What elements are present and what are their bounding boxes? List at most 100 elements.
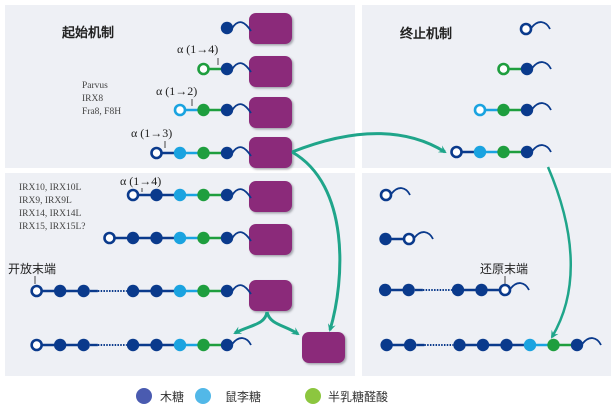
xylose-residue-icon (378, 283, 392, 297)
xylose-residue-icon (520, 62, 534, 76)
initiation-title: 起始机制 (61, 25, 114, 41)
reducing-end-tail (231, 337, 252, 346)
xylose-open-residue-icon (450, 145, 463, 159)
xylose-residue-icon (150, 284, 163, 298)
xylose-residue-icon (220, 284, 234, 298)
rhamnose-residue-icon (523, 338, 537, 352)
glycan-chain (380, 337, 602, 352)
flow-arrows (233, 132, 572, 339)
enzyme-group-1: Parvus IRX8 Fra8, F8H (82, 81, 121, 117)
galacturonic-acid-residue-icon (197, 146, 210, 160)
linkage-arrows (34, 58, 506, 284)
legend-label: 鼠李糖 (225, 389, 261, 404)
xylose-open-residue-icon (498, 283, 512, 297)
xylose-residue-icon (520, 145, 534, 159)
rhamnose-residue-icon (173, 231, 187, 245)
reducing-end-tail (581, 337, 602, 346)
reducing-end-tail (413, 231, 434, 240)
rhamnose-open-residue-icon (173, 103, 187, 117)
arrow-to-release (291, 150, 342, 332)
enzyme-box (249, 137, 292, 168)
legend-label: 半乳糖醛酸 (328, 389, 388, 404)
glycan-chain (103, 231, 252, 245)
non-reducing-end-label: 开放末端 (8, 261, 56, 276)
xylose-residue-icon (53, 284, 67, 298)
linkage-label: α (1→4) (120, 174, 161, 188)
galacturonic-acid-residue-icon (497, 103, 510, 117)
reducing-end-tail (231, 103, 252, 114)
xylose-residue-icon (379, 232, 392, 246)
xylose-open-residue-icon (379, 188, 393, 202)
enzyme-label: IRX9, IRX9L (19, 196, 72, 206)
rhamnose-residue-icon (173, 188, 187, 202)
galacturonic-acid-open-residue-icon (197, 62, 210, 76)
reducing-end-tail (231, 62, 252, 73)
glycan-chain (173, 103, 252, 117)
enzyme-label: IRX15, IRX15L? (19, 222, 86, 232)
glycan-chain (379, 231, 434, 246)
xylose-residue-icon (220, 188, 234, 202)
xylose-residue-icon (77, 284, 90, 298)
rhamnose-residue-icon (173, 284, 187, 298)
xylose-open-residue-icon (30, 338, 43, 352)
reducing-end-tail (390, 187, 411, 196)
enzyme-box (249, 13, 292, 44)
glycan-chain (519, 21, 551, 36)
glycan-chain (497, 61, 552, 76)
xylose-open-residue-icon (103, 231, 116, 245)
xylose-residue-icon (126, 231, 140, 245)
xylose-residue-icon (520, 103, 534, 117)
xylose-residue-icon (220, 338, 234, 352)
glycan-chain (220, 21, 252, 35)
xylose-residue-icon (220, 21, 234, 35)
enzyme-box (249, 224, 292, 255)
xylose-circle-icon (136, 388, 152, 404)
xylose-residue-icon (150, 231, 163, 245)
xylose-residue-icon (126, 338, 140, 352)
xylose-residue-icon (220, 62, 234, 76)
arrow-to-reducing-end (546, 166, 572, 339)
galacturonic-acid-open-residue-icon (497, 62, 510, 76)
xylose-residue-icon (475, 283, 488, 297)
xylose-residue-icon (453, 338, 466, 352)
rhamnose-residue-icon (473, 145, 487, 159)
enzyme-box (302, 332, 345, 363)
xylose-residue-icon (402, 283, 415, 297)
enzyme-box (249, 97, 292, 128)
panel-initiation-top (5, 5, 355, 168)
glycan-chain (473, 102, 552, 117)
linkage-label: α (1→4) (177, 42, 218, 56)
enzyme-group-2: IRX10, IRX10L IRX9, IRX9L IRX14, IRX14L … (19, 183, 86, 232)
reducing-end-tail (531, 102, 552, 111)
xylose-residue-icon (53, 338, 67, 352)
galacturonic-acid-circle-icon (305, 388, 321, 404)
xylose-open-residue-icon (519, 22, 533, 36)
enzyme-box (249, 280, 292, 311)
xylose-residue-icon (451, 283, 465, 297)
xylose-residue-icon (220, 231, 234, 245)
galacturonic-acid-residue-icon (197, 284, 210, 298)
linkage-label: α (1→2) (156, 84, 197, 98)
glycan-chain (30, 337, 252, 352)
glycan-chain (450, 144, 552, 159)
rhamnose-residue-icon (173, 338, 187, 352)
xylose-residue-icon (476, 338, 490, 352)
reducing-end-tail (231, 231, 252, 242)
arrow-to-termination (291, 132, 447, 154)
enzyme-label: Fra8, F8H (82, 107, 121, 117)
xylose-open-residue-icon (30, 284, 43, 298)
glycan-chain (197, 62, 252, 76)
linkage-label: α (1→3) (131, 126, 172, 140)
glycan-chain (30, 284, 252, 298)
termination-title: 终止机制 (400, 26, 452, 42)
reducing-end-tail (231, 188, 252, 199)
arrow-split-left (233, 311, 269, 335)
reducing-end-tail (531, 144, 552, 153)
galacturonic-acid-residue-icon (197, 103, 210, 117)
legend: 木糖 鼠李糖 半乳糖醛酸 (136, 388, 388, 404)
xylose-residue-icon (220, 103, 234, 117)
xylose-residue-icon (150, 188, 163, 202)
glycan-chains (30, 21, 602, 352)
reducing-end-tail (231, 284, 252, 295)
